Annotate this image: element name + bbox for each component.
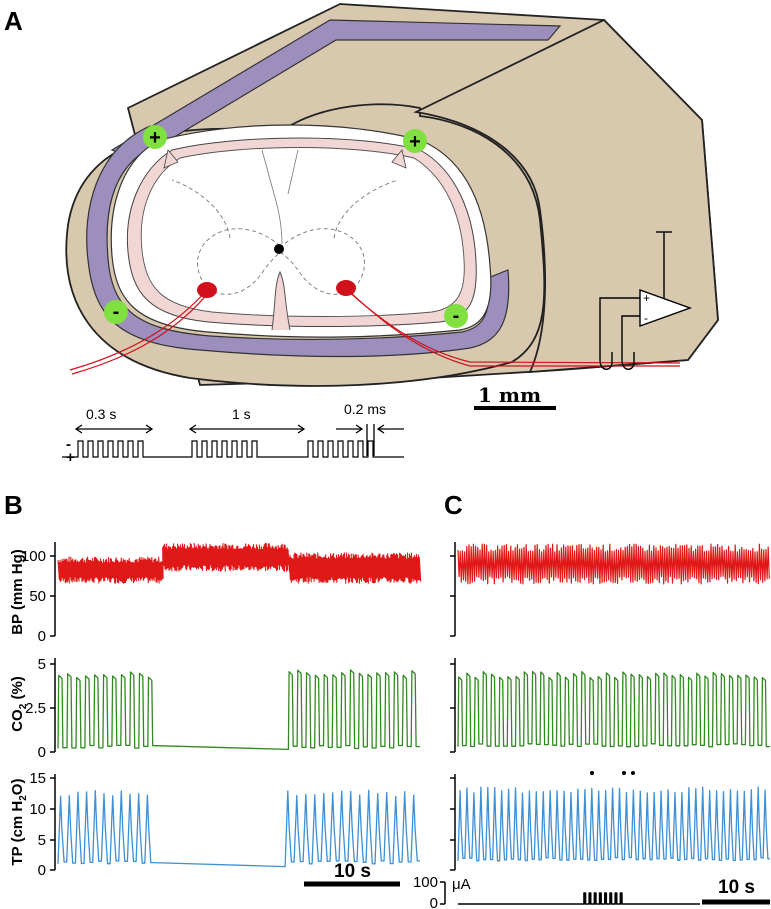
event-marker	[622, 771, 626, 775]
amplifier-symbol: + -	[599, 231, 693, 370]
stim-sign-negative: -	[66, 436, 71, 453]
stim-pulse-width-label: 0.2 ms	[344, 401, 386, 417]
electrode-lead-left	[69, 290, 207, 371]
electrode-lead-left-2	[71, 291, 210, 375]
event-marker	[590, 771, 594, 775]
tick-tp-0: 0	[38, 862, 46, 879]
gray-matter	[197, 228, 365, 295]
electrode-sign: -	[453, 305, 460, 327]
axis-c-stim	[440, 881, 446, 905]
axis-b-bp	[50, 542, 56, 637]
stim-interval-label: 1 s	[232, 406, 251, 422]
axis-b-co2	[50, 658, 56, 753]
event-marker	[631, 771, 635, 775]
electrode-top-left: +	[143, 125, 167, 149]
tick-bp-50: 50	[29, 588, 46, 605]
spinal-cord	[140, 147, 465, 317]
tick-stim-0: 0	[430, 895, 438, 909]
electrode-sign: +	[409, 131, 421, 153]
time-scale-c-label: 10 s	[718, 877, 755, 898]
electrode-bottom-left: -	[104, 300, 128, 324]
electrode-lead-right-2	[348, 290, 680, 367]
dorsal-horn-right	[333, 179, 399, 239]
electrode-bottom-right: -	[444, 304, 468, 328]
panel-label-b: B	[4, 490, 23, 520]
panel-label-c: C	[444, 490, 463, 520]
dorsal-root-left	[163, 149, 179, 169]
scale-bar-label: 1 mm	[478, 383, 541, 407]
central-canal	[274, 244, 284, 254]
trace-c-stimulus	[458, 892, 700, 905]
stim-unit: μA	[452, 876, 471, 893]
tick-tp-5: 5	[38, 832, 46, 849]
stim-pulse-train	[62, 440, 404, 458]
tick-co2-5: 5	[38, 656, 46, 673]
axis-title-tp: TP (cm H2O)	[9, 779, 29, 866]
axis-c-bp	[450, 542, 456, 637]
stim-duration-label: 0.3 s	[86, 406, 116, 422]
spinal-canal-diagram: + + - - + - 1 mm	[65, 3, 719, 410]
dorsal-root-right	[391, 149, 407, 169]
stimulating-electrode-left	[197, 282, 217, 298]
tick-co2-2-5: 2.5	[25, 700, 46, 717]
electrode-sign: +	[149, 127, 161, 149]
dorsal-horn-left	[171, 179, 231, 239]
axis-title-bp: BP (mm Hg)	[9, 549, 26, 635]
tick-tp-10: 10	[29, 801, 46, 818]
axis-c-co2	[450, 658, 456, 753]
trace-b-co2	[57, 669, 420, 751]
time-scale-b-label: 10 s	[334, 861, 371, 882]
electrode-top-right: +	[403, 129, 427, 153]
cut-face	[413, 18, 719, 374]
trace-b-tp	[57, 789, 420, 868]
trace-c-co2	[457, 670, 770, 748]
trace-c-bp	[457, 543, 770, 585]
axis-title-co2: CO2 (%)	[9, 676, 29, 732]
amp-plus: +	[643, 291, 650, 305]
tick-stim-100: 100	[413, 874, 438, 891]
stimulating-electrode-right	[336, 280, 356, 296]
tick-bp-100: 100	[21, 548, 46, 565]
tick-bp-0: 0	[38, 628, 46, 645]
amp-minus: -	[644, 311, 648, 325]
cord-dorsal-septum	[261, 149, 299, 245]
axis-c-tp	[450, 774, 456, 871]
panel-label-a: A	[4, 6, 23, 36]
tick-tp-15: 15	[29, 770, 46, 787]
electrode-sign: -	[113, 301, 120, 323]
ventral-fissure	[271, 270, 291, 331]
tick-co2-0: 0	[38, 744, 46, 761]
trace-b-bp	[57, 542, 422, 584]
trace-c-tp	[457, 786, 770, 862]
stimulus-protocol: 0.3 s 1 s 0.2 ms - +	[62, 401, 404, 466]
axis-b-tp	[50, 774, 56, 871]
